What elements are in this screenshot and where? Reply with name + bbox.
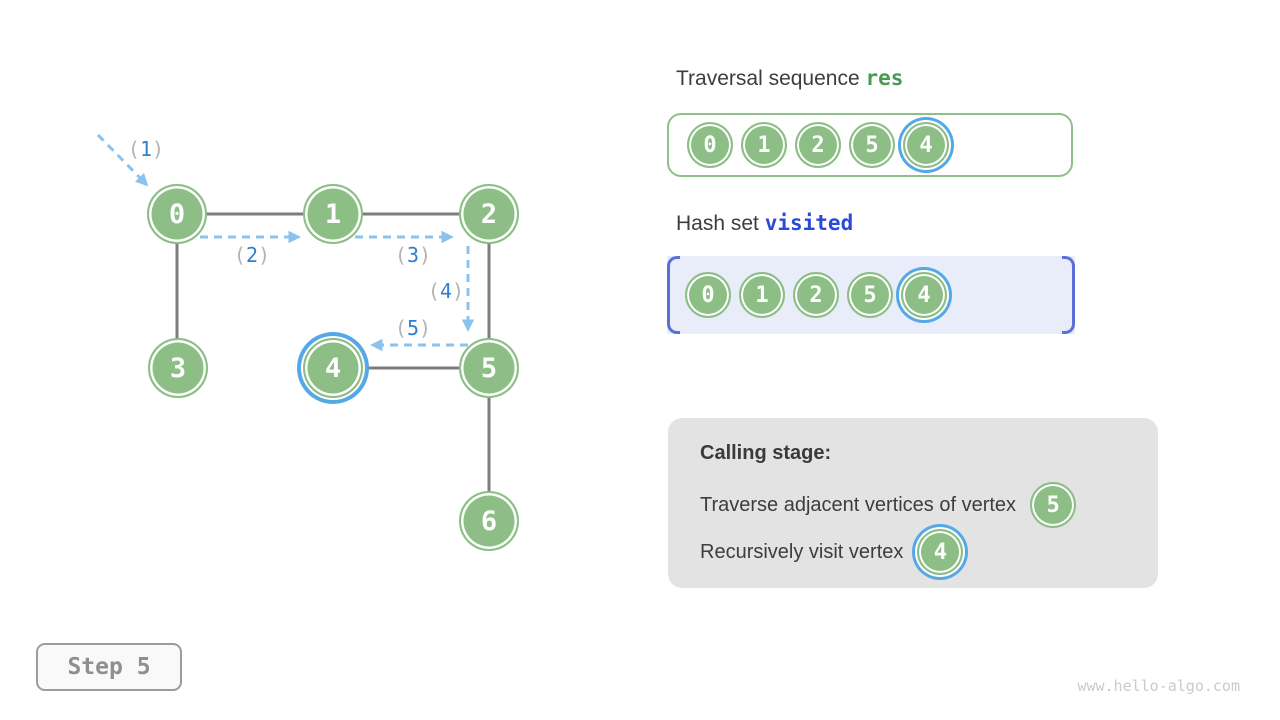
graph-node-4-highlighted: 4 <box>303 338 363 398</box>
graph-node-1: 1 <box>303 184 363 244</box>
visited-item-2-label: 2 <box>809 282 823 308</box>
calling-line-2-vertex-highlighted: 4 <box>917 529 964 575</box>
res-item-0-label: 0 <box>703 132 717 158</box>
step-label-3-num: 3 <box>406 243 420 267</box>
traversal-arrow-1 <box>96 133 149 187</box>
step-label-4: (4) <box>428 279 464 303</box>
graph-node-2: 2 <box>459 184 519 244</box>
calling-line-1-vertex-label: 5 <box>1046 492 1060 518</box>
step-label-1-open: ( <box>127 137 140 161</box>
visited-item-0-label: 0 <box>701 282 715 308</box>
step-indicator: Step 5 <box>36 643 182 691</box>
graph-diagram: 0 1 2 3 4 5 6 (1) (2) (3) (4) (5) <box>0 0 640 640</box>
step-indicator-label: Step 5 <box>67 654 151 680</box>
graph-node-3-label: 3 <box>169 352 187 384</box>
calling-stage-line-2: Recursively visit vertex 4 <box>700 529 964 575</box>
res-item-4-highlighted: 4 <box>903 122 949 168</box>
graph-edges-and-arrows <box>96 133 491 521</box>
res-item-1: 1 <box>741 122 787 168</box>
step-label-5: (5) <box>395 316 431 340</box>
visited-item-4-label: 4 <box>917 282 931 308</box>
step-label-4-close: ) <box>452 279 465 303</box>
calling-stage-line-1: Traverse adjacent vertices of vertex 5 <box>700 482 1077 528</box>
visited-item-1: 1 <box>739 272 785 318</box>
traversal-arrows <box>96 133 475 352</box>
calling-line-2-text: Recursively visit vertex <box>700 540 904 563</box>
set-bracket-right <box>1062 256 1075 334</box>
res-item-4-label: 4 <box>919 132 933 158</box>
visited-item-1-label: 1 <box>755 282 769 308</box>
graph-node-3: 3 <box>148 338 208 398</box>
step-label-3-close: ) <box>419 243 432 267</box>
res-sequence-box: 0 1 2 5 4 <box>667 113 1073 177</box>
step-label-2-open: ( <box>233 243 246 267</box>
step-label-4-open: ( <box>427 279 440 303</box>
res-item-3-label: 5 <box>865 132 879 158</box>
calling-line-2-vertex-label: 4 <box>933 539 948 565</box>
graph-node-6: 6 <box>459 491 519 551</box>
step-label-2-num: 2 <box>245 243 259 267</box>
res-item-2-label: 2 <box>811 132 825 158</box>
set-bracket-left <box>667 256 680 334</box>
step-label-2: (2) <box>234 243 270 267</box>
res-item-3: 5 <box>849 122 895 168</box>
visited-panel-title: Hash set visited <box>676 211 853 236</box>
res-item-1-label: 1 <box>757 132 771 158</box>
calling-line-1-text: Traverse adjacent vertices of vertex <box>700 493 1017 516</box>
graph-node-4-label: 4 <box>324 352 342 384</box>
calling-stage-panel: Calling stage: Traverse adjacent vertice… <box>668 418 1158 588</box>
step-label-5-open: ( <box>394 316 407 340</box>
graph-node-0-label: 0 <box>168 198 186 230</box>
graph-node-5-label: 5 <box>480 352 498 384</box>
calling-stage-title: Calling stage: <box>700 442 832 464</box>
graph-node-0: 0 <box>147 184 207 244</box>
calling-line-1-vertex: 5 <box>1030 482 1077 528</box>
visited-title-prefix: Hash set <box>676 212 765 235</box>
step-label-3-open: ( <box>394 243 407 267</box>
visited-item-3-label: 5 <box>863 282 877 308</box>
visited-set-box: 0 1 2 5 4 <box>667 256 1075 334</box>
step-label-1: (1) <box>128 137 164 161</box>
graph-node-6-label: 6 <box>480 505 498 537</box>
res-panel-title: Traversal sequence res <box>676 66 903 91</box>
step-label-5-num: 5 <box>406 316 420 340</box>
visited-item-4-highlighted: 4 <box>901 272 947 318</box>
graph-node-2-label: 2 <box>480 198 498 230</box>
step-label-1-num: 1 <box>139 137 153 161</box>
visited-item-2: 2 <box>793 272 839 318</box>
graph-node-1-label: 1 <box>324 198 342 230</box>
step-label-5-close: ) <box>419 316 432 340</box>
visited-item-0: 0 <box>685 272 731 318</box>
step-label-2-close: ) <box>258 243 271 267</box>
visited-item-3: 5 <box>847 272 893 318</box>
graph-node-5: 5 <box>459 338 519 398</box>
step-label-1-close: ) <box>152 137 165 161</box>
visited-title-code: visited <box>764 211 854 235</box>
res-title-prefix: Traversal sequence <box>676 67 866 90</box>
res-item-2: 2 <box>795 122 841 168</box>
res-item-0: 0 <box>687 122 733 168</box>
step-label-3: (3) <box>395 243 431 267</box>
step-label-4-num: 4 <box>439 279 453 303</box>
res-title-code: res <box>865 66 904 90</box>
watermark-text: www.hello-algo.com <box>1077 677 1240 695</box>
